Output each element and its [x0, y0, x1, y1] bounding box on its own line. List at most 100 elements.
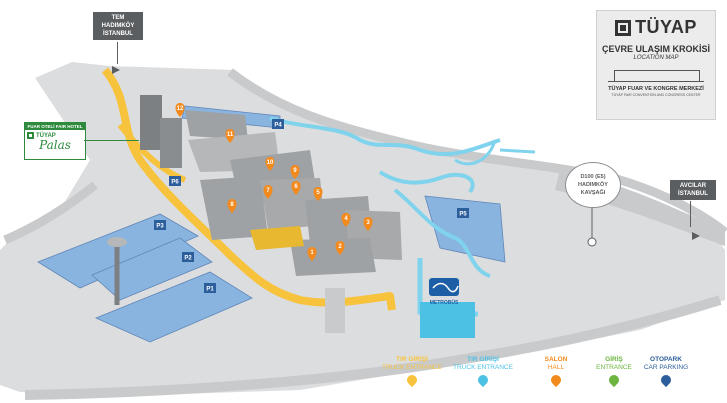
hall-number: 1: [310, 250, 314, 256]
hall-number: 8: [230, 202, 234, 208]
parking-marker-label: P3: [156, 224, 164, 230]
road-sign-tem-line1: TEM: [111, 15, 125, 21]
legend-subtitle: TRUCK ENTRANCE: [453, 364, 513, 371]
road-sign-tem: TEM HADIMKÖY İSTANBUL: [93, 12, 143, 40]
hall-number: 7: [266, 188, 270, 194]
building-illustration: [608, 65, 704, 82]
tv-tower-top: [107, 237, 127, 247]
entrance-pin-icon: [606, 372, 622, 388]
road-sign-avcilar-stem: [690, 201, 691, 227]
ring-road: [3, 68, 727, 245]
hall-number: 4: [344, 216, 348, 222]
arrow-to-tem-icon: [112, 66, 120, 74]
parking-marker-p1[interactable]: P1: [204, 283, 216, 293]
metrobus-station-area: [420, 302, 475, 338]
parking-marker-label: P1: [206, 287, 214, 293]
hall-pin-10[interactable]: 10: [265, 157, 275, 171]
parking-marker-p3[interactable]: P3: [154, 220, 166, 230]
hall-pin-6[interactable]: 6: [291, 181, 301, 195]
hall-number: 12: [177, 106, 184, 112]
bridge-walkway: [325, 288, 345, 333]
junction-sign: D100 (E5) HADIMKÖY KAVŞAĞI: [565, 162, 621, 208]
hall-number: 11: [227, 132, 234, 138]
title-box: TÜYAP ÇEVRE ULAŞIM KROKİSİ LOCATION MAP …: [596, 10, 716, 120]
road-sign-avcilar-line1: AVCILAR: [679, 183, 707, 189]
metrobus-wave-icon: [432, 282, 459, 293]
parking-marker-label: P6: [171, 180, 179, 186]
hall-pin-3[interactable]: 3: [363, 217, 373, 231]
road-sign-tem-line3: İSTANBUL: [103, 31, 133, 37]
tuyap-logo-icon: [615, 19, 632, 36]
center-name: TÜYAP FUAR VE KONGRE MERKEZİ: [608, 86, 704, 92]
hall-pin-4[interactable]: 4: [341, 213, 351, 227]
building-entrance-yellow: [250, 226, 304, 250]
hall-pins: 12 11 10 9 8 7 6 5 4 3 2 1: [175, 103, 373, 261]
parking-marker-p4[interactable]: P4: [272, 119, 284, 129]
junction-pin-base: [587, 237, 597, 247]
parking-marker-p5[interactable]: P5: [457, 208, 469, 218]
hall-pin-12[interactable]: 12: [175, 103, 185, 117]
legend-subtitle: HALL: [547, 364, 565, 371]
center-name-en: TÜYAP FAIR CONVENTION AND CONGRESS CENTE…: [611, 93, 701, 97]
hall-number: 9: [293, 168, 297, 174]
car-parking-pin-icon: [658, 372, 674, 388]
parking-marker-p2[interactable]: P2: [182, 252, 194, 262]
truck-entrance-pin-icon: [475, 372, 491, 388]
tuyap-mini-logo-icon: [27, 132, 34, 139]
legend-subtitle: ENTRANCE: [596, 364, 632, 371]
parking-marker-p6[interactable]: P6: [169, 176, 181, 186]
hall-number: 10: [267, 160, 274, 166]
legend-subtitle: CAR PARKING: [643, 364, 689, 371]
canal-north: [269, 116, 501, 157]
brand-name: TÜYAP: [635, 17, 697, 37]
hotel-header: FUAR OTELİ FAIR HOTEL: [25, 123, 85, 130]
hotel-sign[interactable]: FUAR OTELİ FAIR HOTEL TÜYAP Palas: [24, 122, 86, 160]
tower-building-2: [160, 118, 182, 168]
hall-number: 2: [338, 244, 342, 250]
map-title: ÇEVRE ULAŞIM KROKİSİ: [601, 44, 710, 54]
parking-lot-p5: [424, 195, 506, 263]
road-sign-avcilar: AVCILAR İSTANBUL: [670, 180, 716, 200]
arrow-to-avcilar-icon: [692, 232, 700, 240]
map-subtitle: LOCATION MAP: [633, 55, 679, 61]
hall-number: 6: [294, 184, 298, 190]
hall-pin-1[interactable]: 1: [307, 247, 317, 261]
hotel-brand: TÜYAP: [36, 132, 56, 139]
junction-line3: KAVŞAĞI: [580, 190, 606, 196]
hall-number: 5: [316, 190, 320, 196]
tower-building-1: [140, 95, 162, 150]
parking-marker-label: P4: [274, 123, 282, 129]
parking-marker-label: P2: [184, 256, 192, 262]
legend-title: TIR GİRİŞİ: [467, 356, 499, 363]
legend-title: SALON: [544, 356, 568, 363]
canal-loop: [378, 170, 491, 278]
metrobus-label: METROBÜS: [430, 299, 459, 306]
junction-line1: D100 (E5): [580, 174, 606, 180]
hall-pin-icon: [548, 372, 564, 388]
road-sign-tem-stem: [117, 42, 118, 64]
hotel-sign-stem: [84, 140, 139, 141]
legend-subtitle: TRUCK ENTRANCE: [382, 364, 442, 371]
junction-line2: HADIMKÖY: [578, 182, 608, 188]
hall-pin-11[interactable]: 11: [225, 129, 235, 143]
hall-pin-7[interactable]: 7: [263, 185, 273, 199]
legend-title: OTOPARK: [650, 356, 682, 363]
hall-number: 3: [366, 220, 370, 226]
hall-pin-8[interactable]: 8: [227, 199, 237, 213]
hall-pin-5[interactable]: 5: [313, 187, 323, 201]
legend-title: TIR GİRİŞİ: [396, 356, 428, 363]
canal-east: [454, 139, 536, 166]
outer-road: [24, 295, 722, 400]
legend-title: GİRİŞ: [605, 356, 623, 363]
parking-marker-label: P5: [459, 212, 467, 218]
hall-pin-2[interactable]: 2: [335, 241, 345, 255]
hall-pin-9[interactable]: 9: [290, 165, 300, 179]
hotel-name: Palas: [39, 138, 71, 152]
